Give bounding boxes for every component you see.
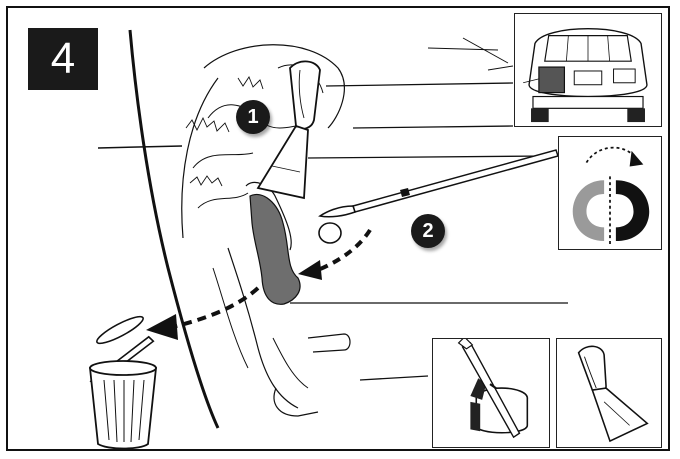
paintbrush-icon	[320, 150, 558, 217]
paint-can-brush-icon	[433, 339, 549, 447]
callout-2-badge: 2	[411, 214, 445, 248]
brush-and-paint-can-inset	[432, 338, 550, 448]
scraper-tool-icon	[557, 339, 661, 447]
callout-1-badge: 1	[236, 100, 270, 134]
vehicle-rear-view-inset	[514, 13, 662, 127]
trash-can-icon	[85, 312, 159, 448]
symmetry-rotation-inset	[558, 136, 662, 250]
paint-drop	[319, 223, 341, 243]
vehicle-rear-icon	[515, 14, 661, 126]
scraper-tool-inset	[556, 338, 662, 448]
scraper-icon	[258, 61, 320, 198]
step-number-badge: 4	[28, 28, 98, 90]
rotate-symmetric-icon	[559, 137, 661, 249]
instruction-frame: 4 1 2	[6, 6, 670, 451]
